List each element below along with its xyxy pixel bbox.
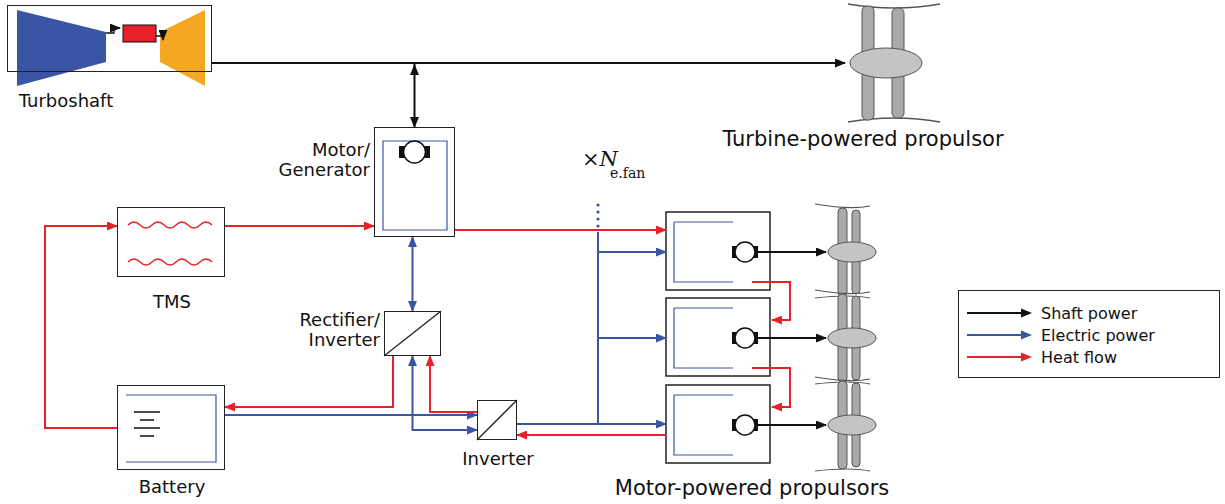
connector-line <box>212 63 415 127</box>
node-label: Turbine-powered propulsor <box>722 128 1003 151</box>
flow-connector <box>430 356 477 412</box>
connector-line <box>598 251 666 253</box>
arrow-head <box>410 64 419 75</box>
connector-line <box>225 356 393 407</box>
connector-line <box>597 232 599 424</box>
multiplier-subscript: e.fan <box>610 166 645 181</box>
turboshaft-box: Turboshaft <box>7 5 212 72</box>
node-label: Rectifier/ Inverter <box>299 310 380 350</box>
legend-row: Electric power <box>965 325 1155 345</box>
legend-label: Heat flow <box>1041 348 1117 367</box>
connector-line <box>45 226 117 428</box>
connector-line <box>455 229 666 231</box>
flow-connector <box>212 63 419 127</box>
flow-connector <box>517 435 666 436</box>
node-label: Motor-powered propulsors <box>615 477 889 500</box>
node-label: Battery <box>139 477 206 497</box>
flow-connector <box>45 226 117 428</box>
propulsor-group: Motor-powered propulsors <box>666 205 916 475</box>
flow-connector <box>412 237 413 311</box>
node-label: Motor/ Generator <box>279 140 370 180</box>
tms-box: TMS <box>117 207 225 277</box>
legend-sample <box>965 307 1035 319</box>
legend-row: Heat flow <box>965 347 1117 367</box>
inverter-box: Inverter <box>477 400 517 440</box>
legend-label: Shaft power <box>1041 304 1137 323</box>
machine-box: Motor/ Generator <box>374 127 455 237</box>
flow-connector <box>517 232 666 424</box>
legend-sample <box>965 329 1035 341</box>
legend-label: Electric power <box>1041 326 1155 345</box>
legend-box: Shaft powerElectric powerHeat flow <box>958 290 1220 378</box>
node-label: Inverter <box>462 449 533 469</box>
connector-line <box>225 225 374 227</box>
node-label: Turboshaft <box>19 91 113 111</box>
flow-connector <box>225 356 393 407</box>
connector-line <box>517 434 666 436</box>
connector-line <box>598 337 666 339</box>
flow-connector <box>225 226 374 227</box>
connector-line <box>517 423 666 425</box>
connector-line <box>225 414 477 416</box>
connector-line <box>412 237 414 311</box>
node-label: TMS <box>153 292 191 312</box>
legend-sample <box>965 351 1035 363</box>
battery-box: Battery <box>117 385 225 470</box>
flow-connector <box>225 415 477 416</box>
flow-connector <box>455 230 666 231</box>
connector-line <box>413 356 478 430</box>
legend-row: Shaft power <box>965 303 1137 323</box>
propulsor-area: Turbine-powered propulsor <box>845 0 940 125</box>
converter-box: Rectifier/ Inverter <box>384 311 441 356</box>
flow-connector <box>413 356 478 430</box>
connector-line <box>430 356 477 412</box>
